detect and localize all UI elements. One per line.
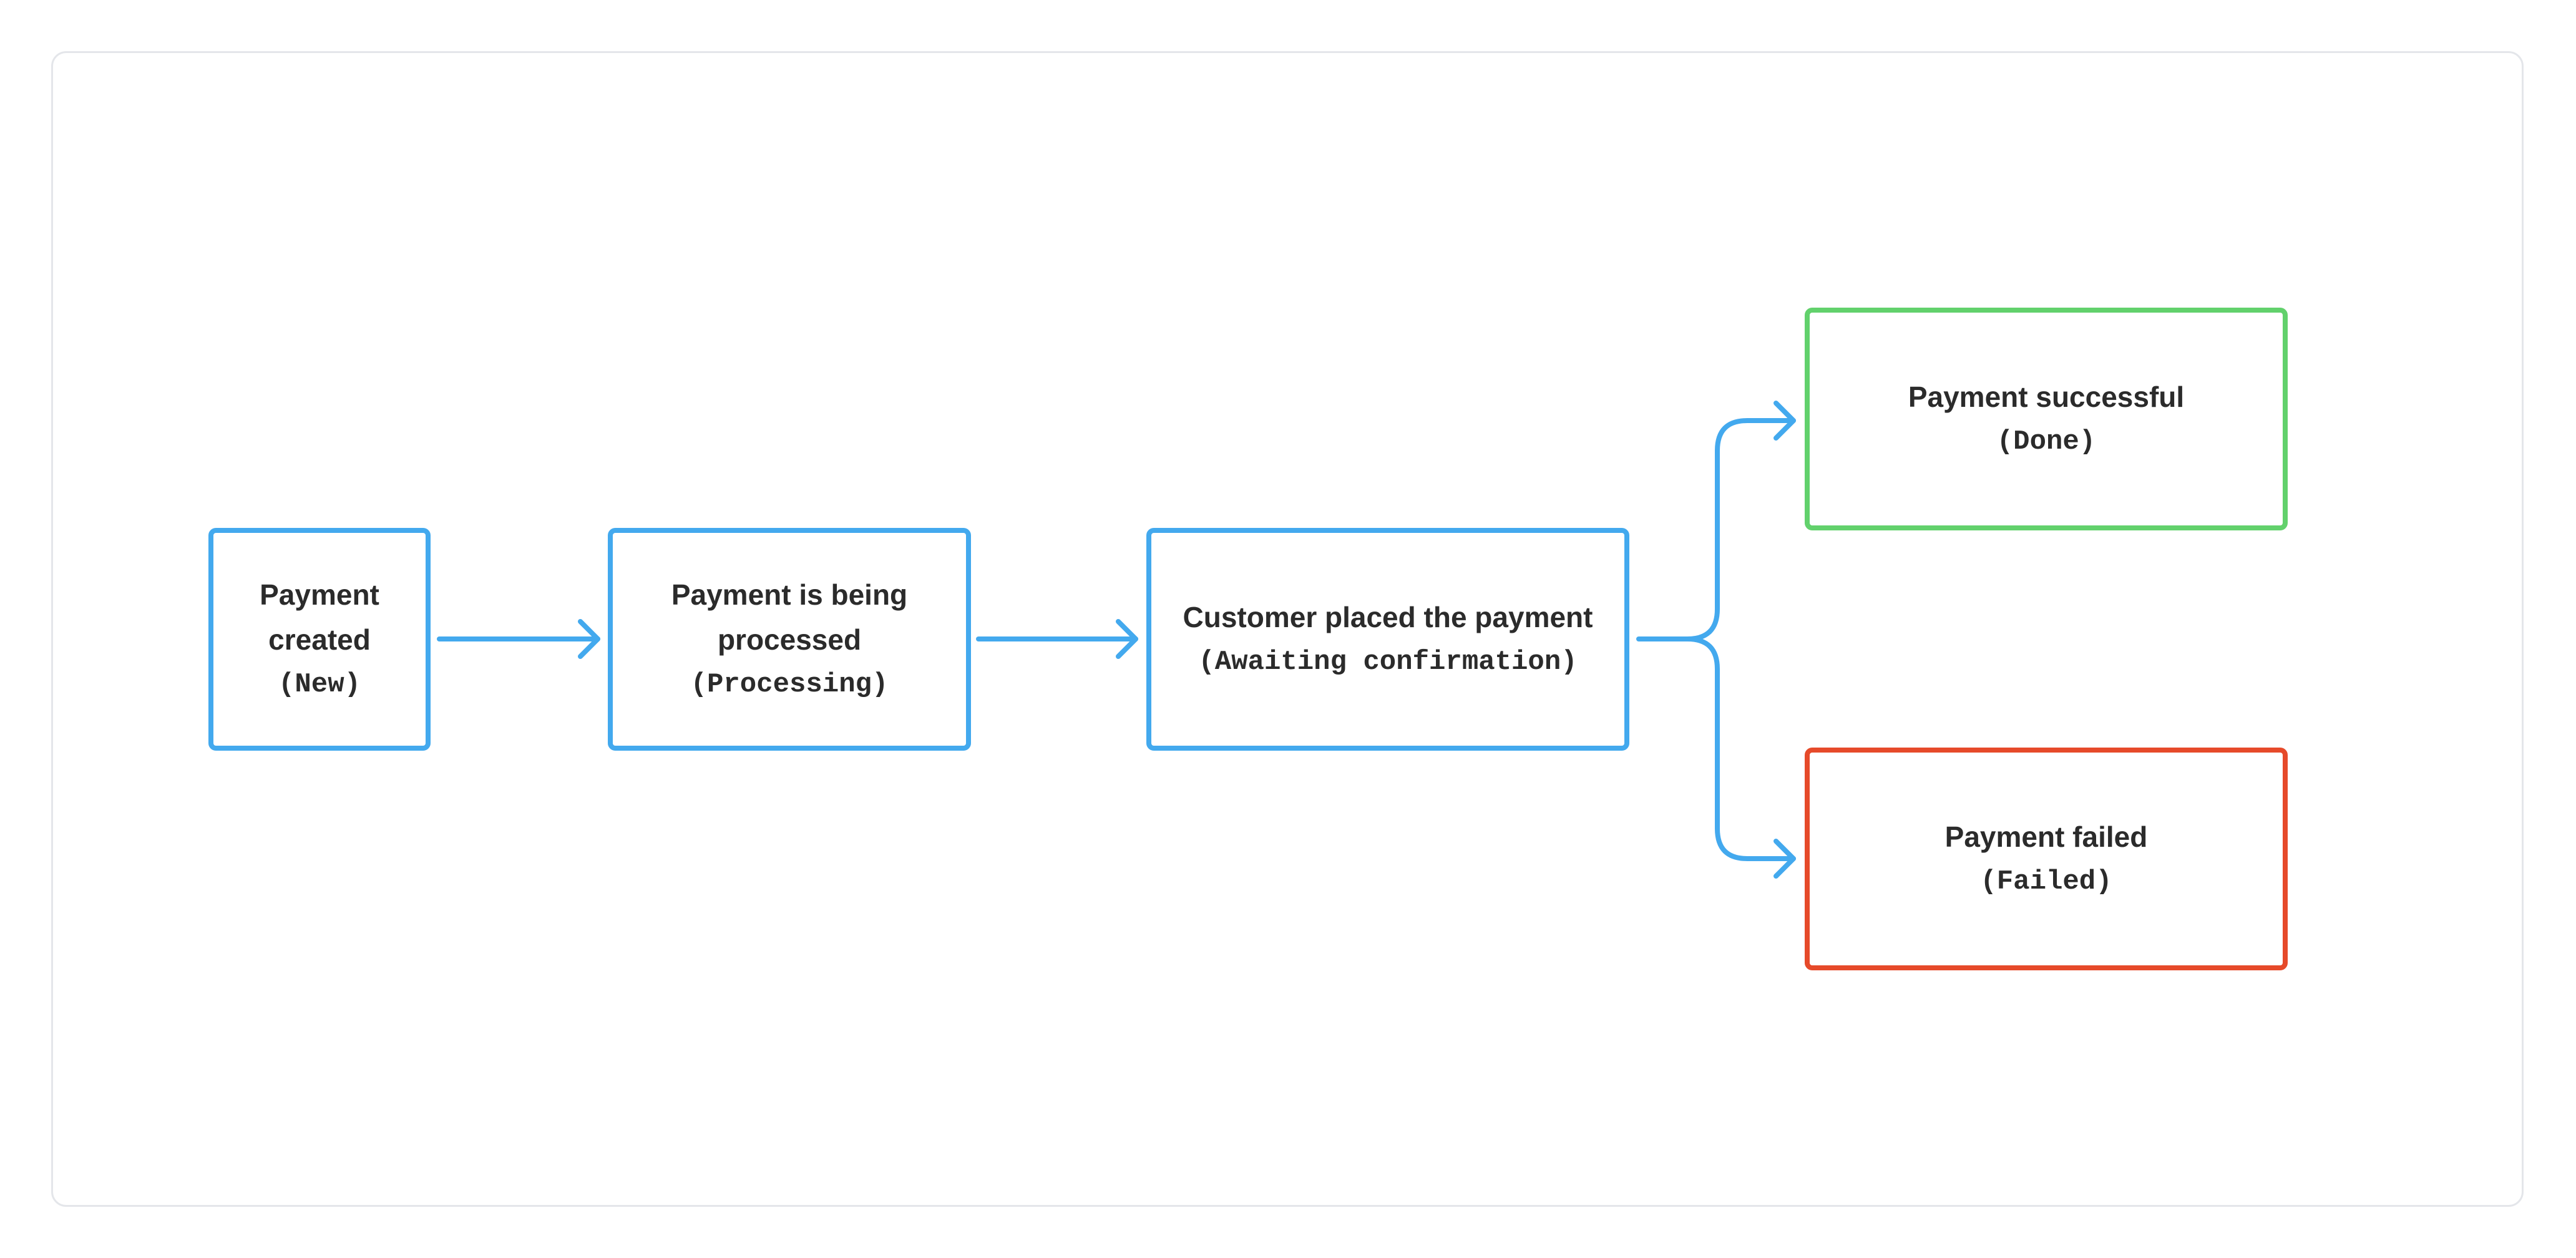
- node-status: (Done): [1996, 426, 2096, 457]
- node-payment-created: Payment created (New): [208, 528, 431, 751]
- node-status: (Failed): [1980, 865, 2112, 897]
- node-awaiting-confirmation: Customer placed the payment (Awaiting co…: [1146, 528, 1629, 751]
- node-title-line: processed: [717, 623, 862, 656]
- node-title-line: Payment successful: [1908, 380, 2185, 413]
- node-payment-successful: Payment successful (Done): [1805, 308, 2288, 530]
- node-title-line: Payment is being: [671, 578, 908, 611]
- node-payment-failed: Payment failed (Failed): [1805, 748, 2288, 970]
- arrow-awaiting-to-done: [1636, 401, 1796, 641]
- node-status: (Awaiting confirmation): [1198, 646, 1578, 678]
- arrow-awaiting-to-failed: [1685, 636, 1796, 879]
- node-title-line: Payment: [260, 578, 379, 611]
- node-title-line: Payment failed: [1944, 820, 2148, 853]
- arrow-new-to-processing: [437, 619, 600, 659]
- node-status: (Processing): [690, 668, 889, 700]
- node-title-line: Customer placed the payment: [1183, 600, 1593, 633]
- node-payment-processing: Payment is being processed (Processing): [608, 528, 971, 751]
- node-status: (New): [278, 668, 361, 700]
- node-title-line: created: [268, 623, 371, 656]
- arrow-processing-to-awaiting: [976, 619, 1138, 659]
